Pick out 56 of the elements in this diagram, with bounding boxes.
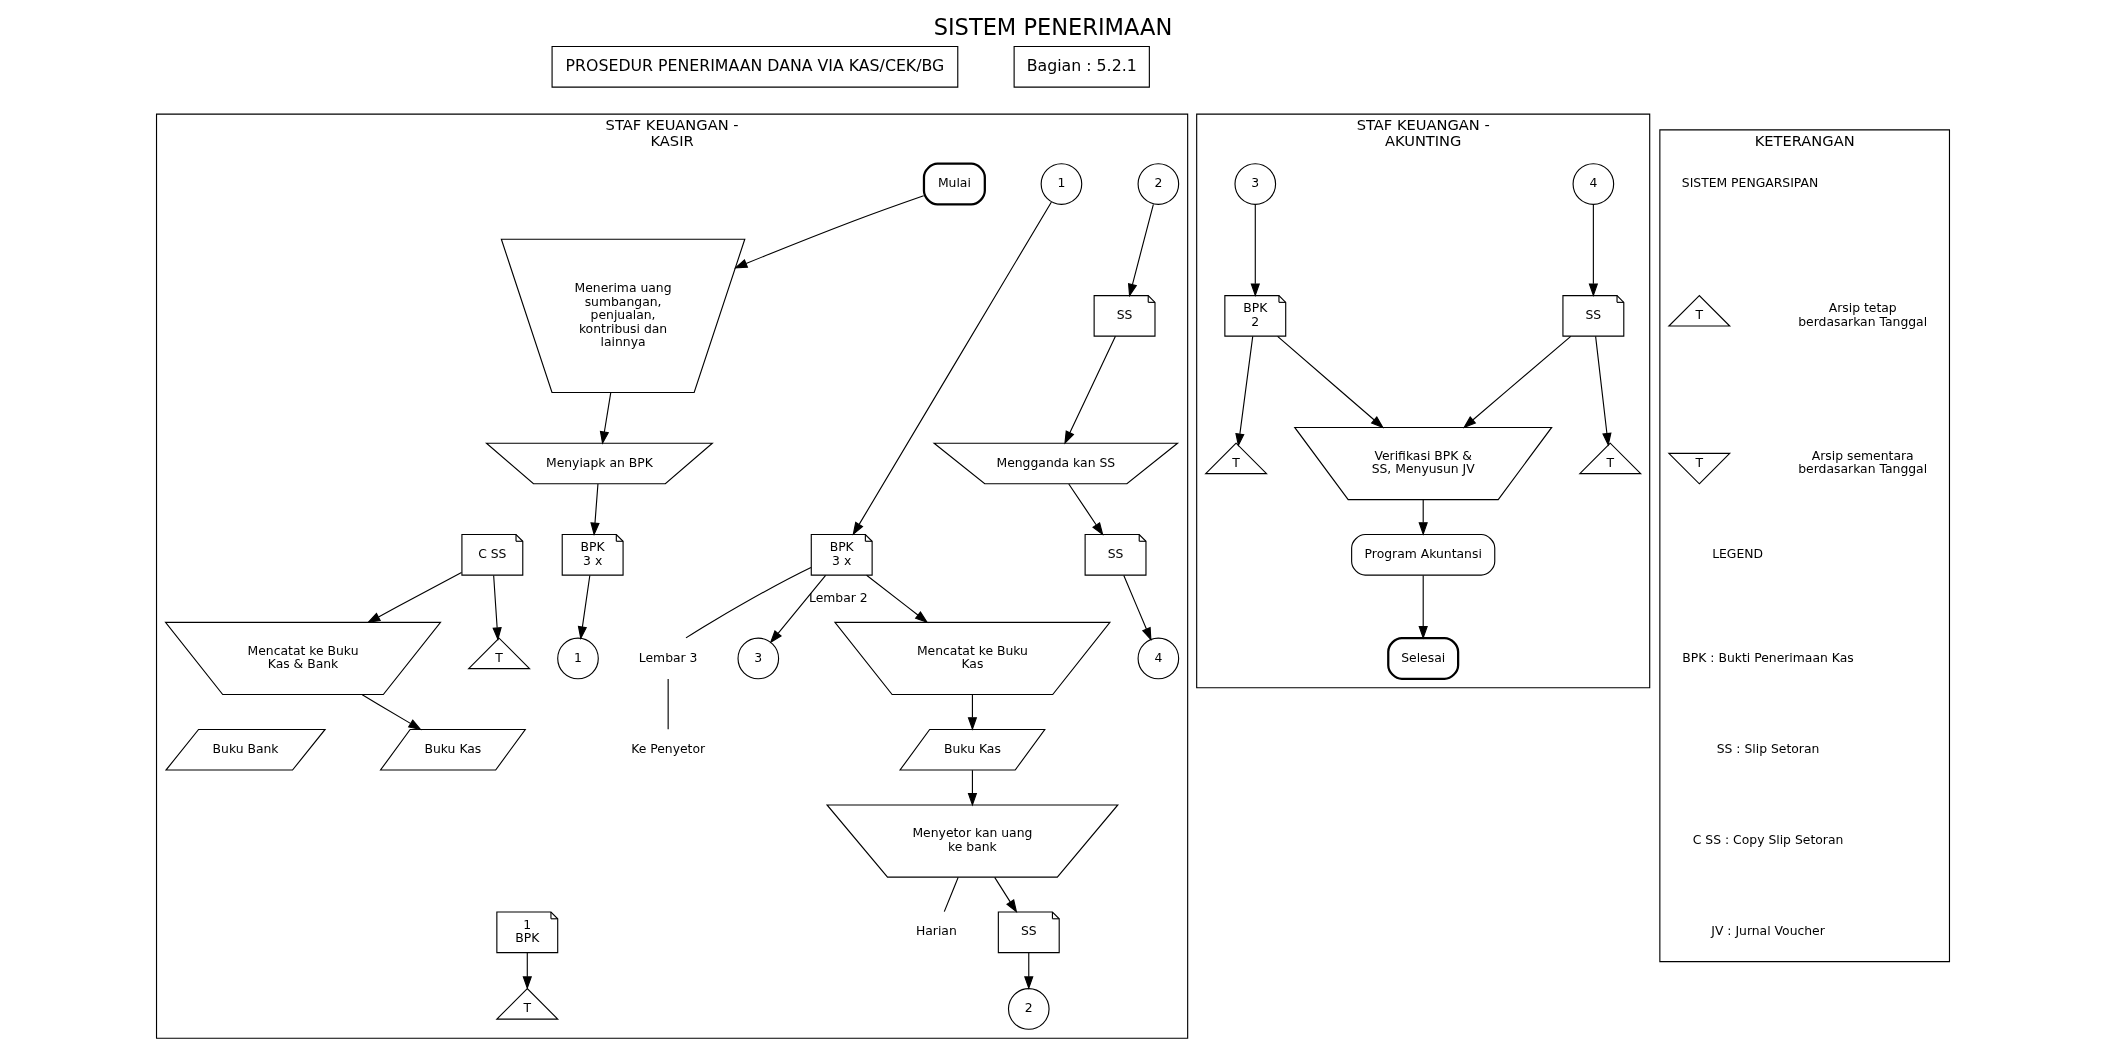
- arrow: [522, 952, 532, 990]
- arrow: [1588, 204, 1598, 298]
- node-circle: 2: [1137, 163, 1179, 205]
- arrow: [577, 574, 590, 640]
- connector: [667, 678, 669, 730]
- arrow: [361, 694, 422, 731]
- label: SS : Slip Setoran: [1716, 740, 1819, 756]
- arrow: [1067, 483, 1104, 536]
- arrow: [967, 769, 977, 807]
- node-text: Harian: [915, 923, 957, 939]
- node-circle: 1: [556, 637, 599, 680]
- label: PROSEDUR PENERIMAAN DANA VIA KAS/CEK/BG: [565, 56, 944, 75]
- node-box: Selesai: [1386, 637, 1459, 680]
- label: JV : Jurnal Voucher: [1710, 923, 1825, 939]
- node-text: Ke Penyetor: [630, 740, 705, 756]
- arrow: [993, 876, 1017, 914]
- connector: [943, 876, 959, 913]
- label: BPK : Bukti Penerimaan Kas: [1681, 649, 1854, 665]
- arrow: [599, 392, 611, 445]
- node-circle: 1: [1040, 163, 1082, 205]
- arrow: [865, 574, 928, 624]
- arrow: [1063, 335, 1116, 445]
- node-box: Program Akuntansi: [1350, 533, 1495, 576]
- node-text: Lembar 3: [638, 649, 697, 665]
- arrow: [366, 571, 462, 624]
- label: SISTEM PENGARSIPAN: [1681, 175, 1818, 191]
- arrow: [1234, 335, 1253, 447]
- node-circle: 2: [1007, 988, 1050, 1030]
- arrow: [491, 574, 502, 641]
- arrow: [1122, 574, 1151, 642]
- arrow: [851, 201, 1052, 536]
- arrow: [589, 483, 600, 537]
- node-circle: 4: [1572, 163, 1614, 205]
- arrow: [967, 694, 977, 731]
- connector: [684, 566, 812, 639]
- node-box: Mulai: [922, 162, 986, 206]
- arrow: [1417, 499, 1428, 536]
- arrow: [1462, 335, 1571, 429]
- label: LEGEND: [1711, 545, 1763, 561]
- arrow: [1594, 335, 1612, 447]
- label: C SS : Copy Slip Setoran: [1692, 832, 1843, 848]
- arrow: [1127, 203, 1154, 298]
- node-circle: 4: [1137, 637, 1179, 680]
- arrow: [1023, 952, 1033, 990]
- diagram-title: SISTEM PENERIMAAN: [933, 14, 1172, 41]
- node-circle: 3: [1233, 163, 1276, 205]
- edge-label: Lembar 2: [808, 589, 868, 605]
- arrow: [1417, 574, 1428, 640]
- arrow: [1250, 204, 1260, 298]
- legend-label: Arsip tetap berdasarkan Tanggal: [1797, 300, 1927, 329]
- arrow: [1276, 335, 1384, 429]
- label: Bagian : 5.2.1: [1026, 56, 1137, 75]
- arrow: [769, 574, 826, 644]
- arrow: [733, 195, 924, 269]
- legend-label: Arsip sementara berdasarkan Tanggal: [1797, 447, 1927, 477]
- node-circle: 3: [736, 637, 779, 680]
